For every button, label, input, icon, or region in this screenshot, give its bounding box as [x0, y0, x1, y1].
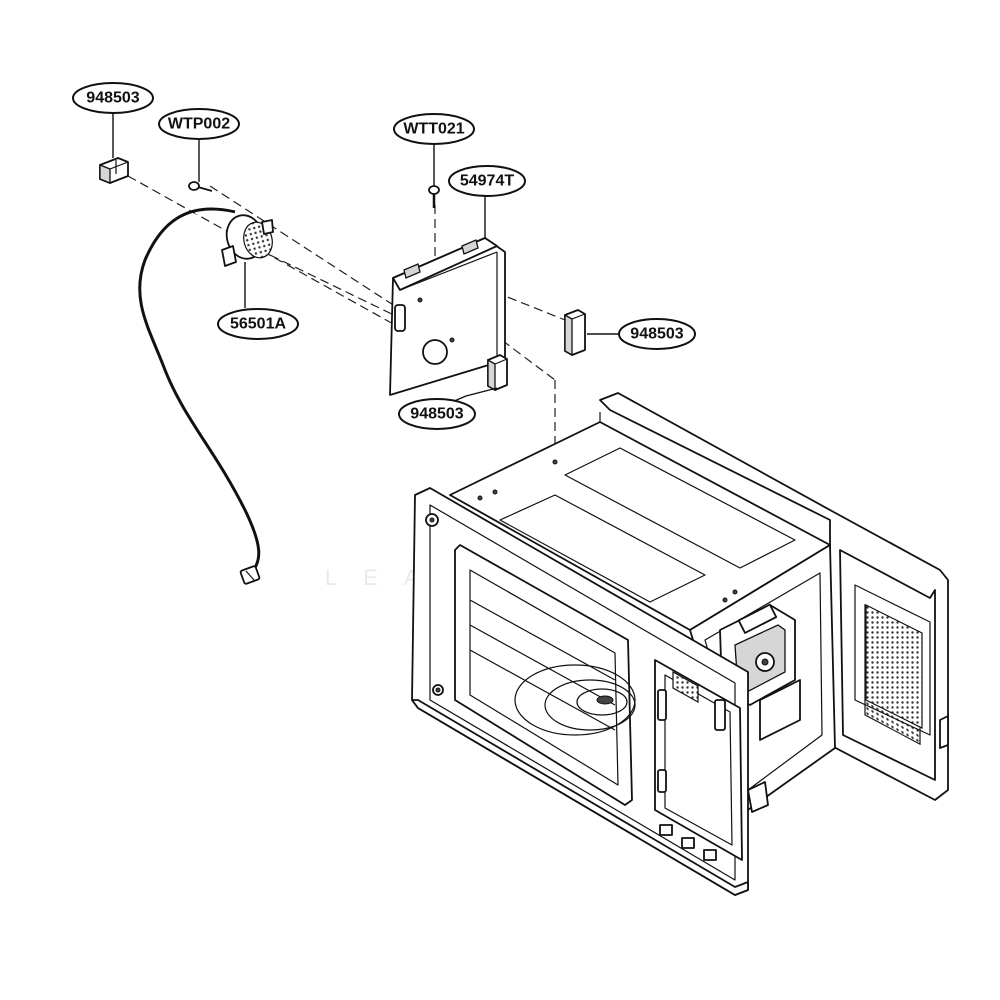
- callout-wtp002: WTP002: [158, 108, 240, 140]
- callout-948503-bottom: 948503: [398, 398, 476, 430]
- callout-label: 948503: [410, 406, 463, 423]
- callout-label: 54974T: [460, 173, 514, 190]
- callout-wtt021: WTT021: [393, 113, 475, 145]
- thermal-sensor-56501a: [138, 207, 274, 585]
- callout-54974t: 54974T: [448, 165, 526, 197]
- screw-wtt021: [428, 185, 440, 208]
- callout-948503-right: 948503: [618, 318, 696, 350]
- callout-label: 56501A: [230, 316, 286, 333]
- microwave-cavity-chassis: [411, 392, 949, 896]
- callout-label: WTT021: [403, 121, 464, 138]
- spacer-block-top: [99, 157, 129, 184]
- leader-lines: [112, 114, 624, 405]
- callout-label: WTP002: [168, 116, 230, 133]
- spacer-block-bottom: [487, 354, 508, 392]
- callout-label: 948503: [86, 90, 139, 107]
- callout-56501a: 56501A: [217, 308, 299, 340]
- spacer-block-right: [564, 309, 586, 357]
- mounting-bracket-54974t: [389, 237, 506, 396]
- screw-wtp002: [188, 181, 213, 192]
- callout-label: 948503: [630, 326, 683, 343]
- callout-948503-top: 948503: [72, 82, 154, 114]
